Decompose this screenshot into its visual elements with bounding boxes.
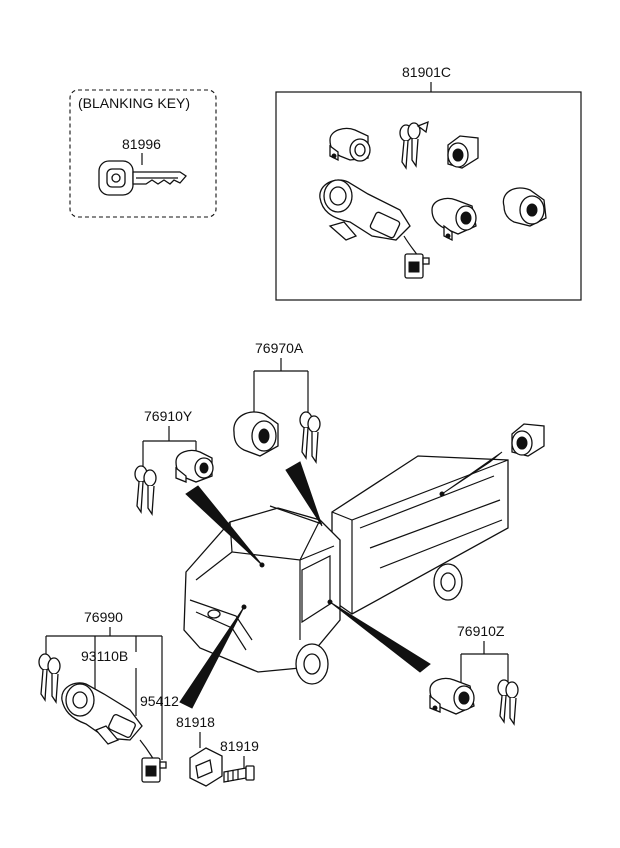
label-76910Y: 76910Y <box>144 408 193 424</box>
bolt-icon <box>223 765 255 783</box>
key-icon <box>497 679 519 726</box>
fuel-cap-icon <box>502 187 547 227</box>
label-76970A: 76970A <box>255 340 304 356</box>
assembly-81918: 81918 <box>176 714 223 787</box>
door-lock-cylinder-icon <box>429 677 475 715</box>
callout-wedges <box>179 451 503 709</box>
blank-key-icon <box>98 160 187 196</box>
lock-cylinder-icon <box>447 135 479 169</box>
key-icon <box>299 411 321 464</box>
door-lock-cylinder-icon <box>329 127 371 162</box>
kit-frame <box>275 91 582 301</box>
key-icon <box>38 653 61 704</box>
fuel-cap-icon <box>233 411 279 457</box>
blanking-key-title: (BLANKING KEY) <box>78 95 190 111</box>
label-95412: 95412 <box>140 693 179 709</box>
assembly-76970A: 76970A <box>233 340 321 464</box>
cab <box>183 507 341 673</box>
label-81996: 81996 <box>122 136 161 152</box>
door-lock-cylinder-icon <box>175 449 214 483</box>
lock-cylinder-icon <box>511 423 545 457</box>
label-81918: 81918 <box>176 714 215 730</box>
kit-81901C-group: 81901C <box>275 64 582 301</box>
connector-icon <box>404 253 430 279</box>
label-76910Z: 76910Z <box>457 623 505 639</box>
cargo-bed <box>331 455 509 615</box>
ignition-switch-icon <box>319 179 430 279</box>
door-lock-cylinder-icon-2 <box>431 197 477 242</box>
key-icon <box>399 120 429 170</box>
label-93110B: 93110B <box>81 648 128 664</box>
connector-icon <box>141 757 167 783</box>
key-icon <box>134 465 157 516</box>
label-76990: 76990 <box>84 609 123 625</box>
ignition-switch-icon <box>61 682 167 783</box>
blanking-key-group: (BLANKING KEY) 81996 <box>69 89 217 218</box>
bracket-icon <box>189 747 223 787</box>
label-81901C: 81901C <box>402 64 451 80</box>
blanking-key-frame <box>69 89 217 218</box>
label-81919: 81919 <box>220 738 259 754</box>
truck-icon <box>183 455 509 685</box>
assembly-81919: 81919 <box>220 738 259 783</box>
assembly-76910Z: 76910Z <box>429 623 519 726</box>
assembly-76990: 76990 93110B <box>38 609 167 783</box>
assembly-76910Y: 76910Y <box>134 408 214 516</box>
